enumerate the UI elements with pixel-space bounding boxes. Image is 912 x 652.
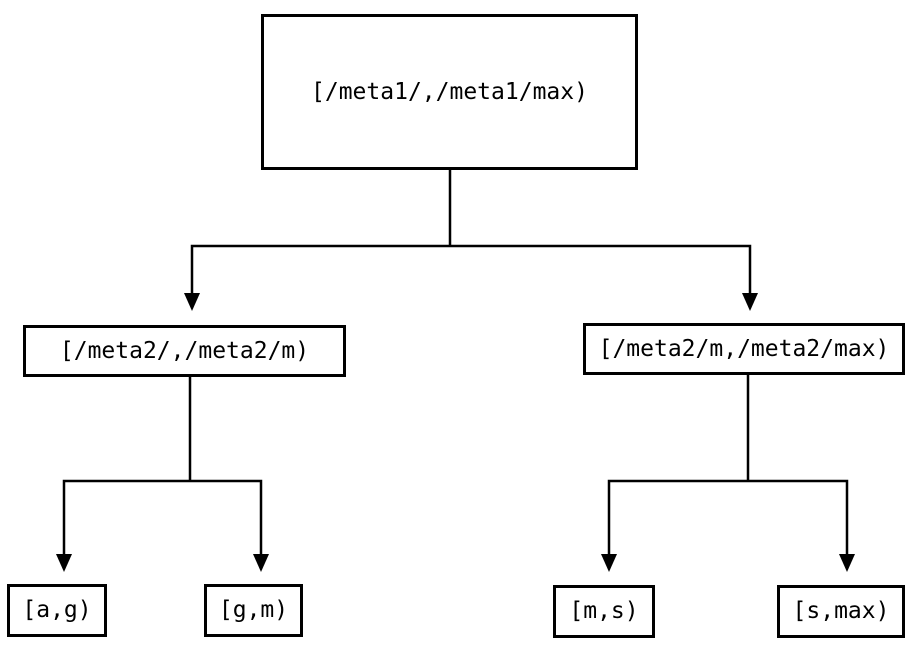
down-arrowhead-icon [742,293,758,311]
down-arrowhead-icon [839,554,855,572]
down-arrowhead-icon [56,554,72,572]
tree-leaf-g-m: [g,m) [204,584,303,637]
tree-leaf-m-s: [m,s) [553,585,655,638]
tree-node-root: [/meta1/,/meta1/max) [261,14,638,170]
connector-right-fork [607,479,849,555]
tree-leaf-s-max: [s,max) [777,585,905,638]
connector-left-fork [62,479,263,555]
down-arrowhead-icon [601,554,617,572]
tree-node-meta2-right: [/meta2/m,/meta2/max) [583,323,905,375]
down-arrowhead-icon [184,293,200,311]
connector-level2-fork [190,244,752,294]
tree-node-meta2-left: [/meta2/,/meta2/m) [23,325,346,377]
down-arrowhead-icon [253,554,269,572]
tree-leaf-a-g: [a,g) [7,584,107,637]
